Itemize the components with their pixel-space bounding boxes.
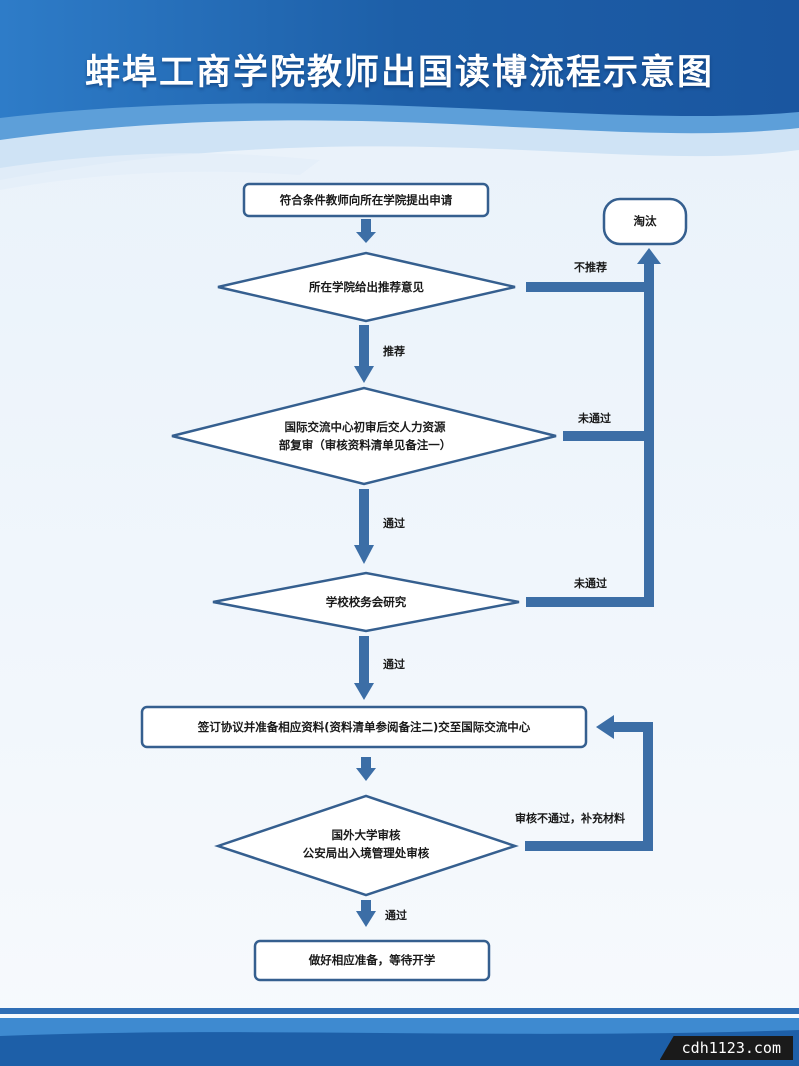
- node-school-meeting-diamond: [212, 571, 520, 633]
- reject-line-college: [526, 282, 654, 292]
- supplement-line-top: [612, 722, 653, 732]
- node-apply-label: 符合条件教师向所在学院提出申请: [279, 192, 453, 207]
- node-intl-review-diamond: [171, 386, 557, 486]
- arrow-meeting-to-sign-shaft: [359, 636, 369, 686]
- edge-label-pass-2: 通过: [383, 658, 405, 671]
- footer-band: [0, 1008, 799, 1066]
- edge-label-pass-1: 通过: [383, 517, 405, 530]
- node-apply-box: [242, 182, 490, 218]
- footer-wave: [0, 1018, 799, 1036]
- arrow-review-to-meeting-shaft: [359, 489, 369, 549]
- edge-label-fail-1: 未通过: [578, 412, 611, 425]
- node-foreign-review-label: 国外大学审核 公安局出入境管理处审核: [302, 827, 430, 860]
- edge-label-pass-3: 通过: [385, 909, 407, 922]
- arrow-apply-to-college-shaft: [361, 219, 371, 235]
- supplement-line-vertical: [643, 722, 653, 851]
- node-intl-review-label: 国际交流中心初审后交人力资源 部复审（审核资料清单见备注一）: [278, 419, 452, 452]
- arrow-college-to-review-head: [354, 366, 374, 383]
- edge-label-fail-supplement: 审核不通过，补充材料: [515, 812, 625, 825]
- node-eliminated-box: [602, 197, 688, 246]
- arrow-college-to-review-shaft: [359, 325, 369, 370]
- supplement-line-bottom: [525, 841, 653, 851]
- arrow-foreign-to-prepare-shaft: [361, 900, 371, 914]
- node-sign-agreement-box: [140, 705, 588, 749]
- arrow-review-to-meeting-head: [354, 545, 374, 564]
- node-prepare-label: 做好相应准备，等待开学: [308, 953, 436, 968]
- node-sign-agreement-label: 签订协议并准备相应资料(资料清单参阅备注二)交至国际交流中心: [197, 719, 531, 734]
- page-title: 蚌埠工商学院教师出国读博流程示意图: [84, 53, 714, 93]
- edge-label-not-recommend: 不推荐: [574, 261, 607, 274]
- reject-vertical-line: [644, 262, 654, 607]
- node-prepare-box: [253, 939, 491, 982]
- watermark: cdh1123.com: [659, 1036, 793, 1060]
- header-wave-dark: [0, 0, 799, 118]
- arrow-sign-to-foreign-shaft: [361, 757, 371, 771]
- footer-line: [0, 1008, 799, 1014]
- header-swoosh: [0, 153, 320, 190]
- arrow-meeting-to-sign-head: [354, 683, 374, 700]
- connectors: [354, 219, 661, 927]
- edge-label-fail-2: 未通过: [574, 577, 607, 590]
- edge-label-recommend: 推荐: [383, 345, 405, 358]
- arrow-apply-to-college-head: [356, 232, 376, 243]
- node-eliminated-label: 淘汰: [633, 214, 657, 229]
- arrow-foreign-to-prepare-head: [356, 911, 376, 927]
- node-school-meeting-label: 学校校务会研究: [325, 594, 407, 609]
- reject-line-review: [563, 431, 654, 441]
- arrow-sign-to-foreign-head: [356, 768, 376, 781]
- node-foreign-review-diamond: [214, 794, 519, 897]
- reject-line-meeting: [526, 597, 654, 607]
- reject-arrow-head: [637, 248, 661, 264]
- node-college-diamond: [217, 251, 516, 323]
- node-college-label: 所在学院给出推荐意见: [309, 279, 424, 294]
- header-banner: [0, 0, 799, 190]
- supplement-arrow-head: [596, 715, 614, 739]
